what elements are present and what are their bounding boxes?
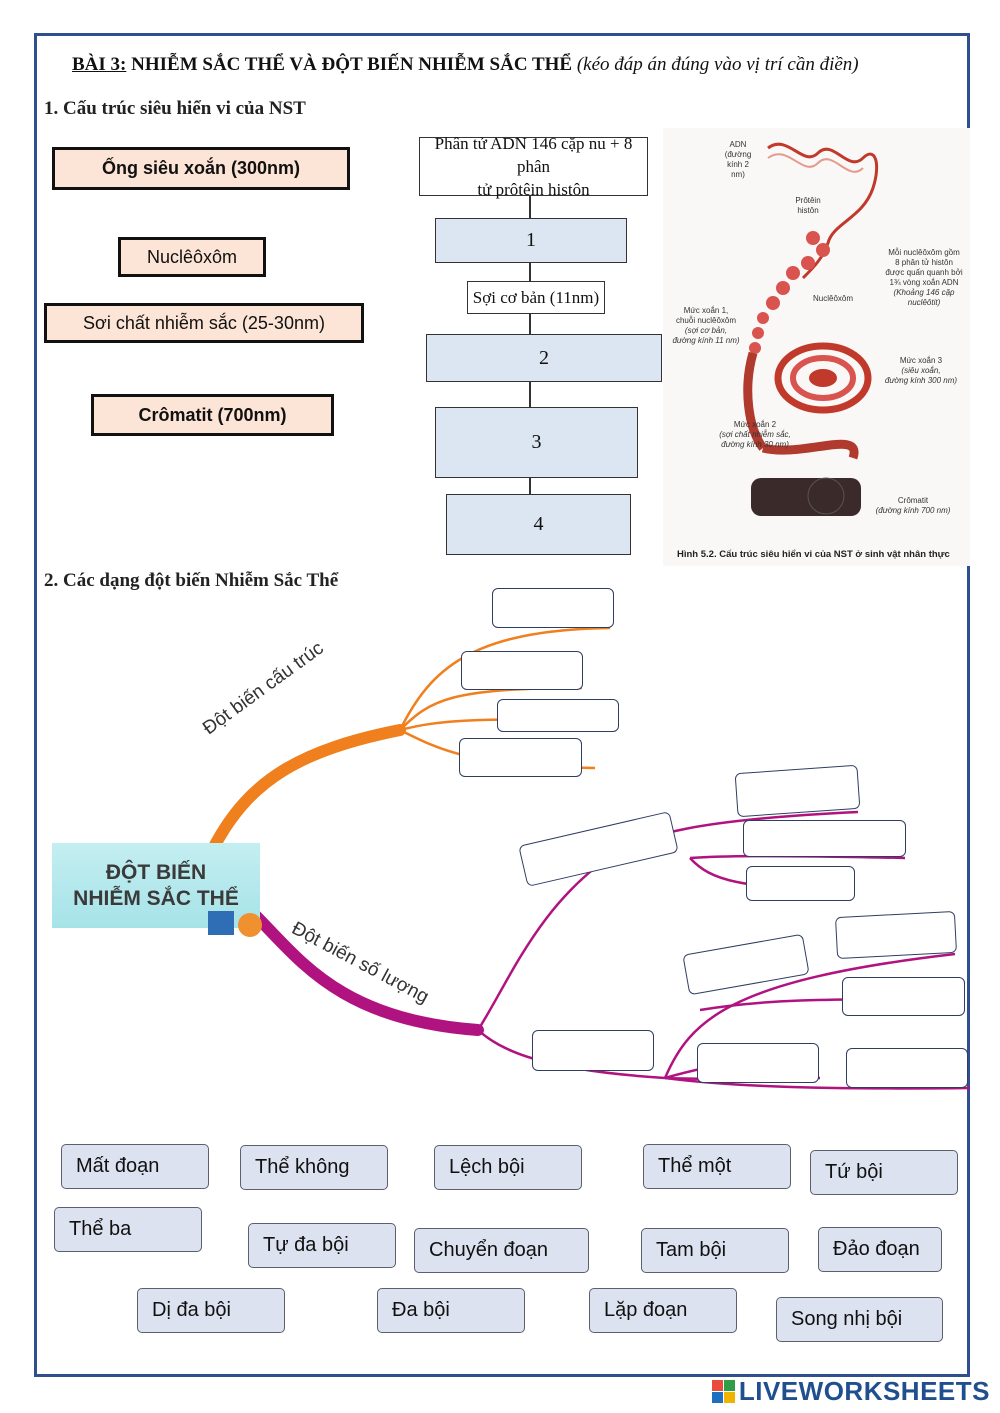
word-lap-doan[interactable]: Lặp đoạn: [589, 1288, 737, 1333]
drop-blank-number-8[interactable]: [532, 1030, 654, 1071]
section1-heading: 1. Cấu trúc siêu hiển vi của NST: [44, 98, 306, 119]
flow-connector: [529, 478, 531, 494]
title-instruction: (kéo đáp án đúng vào vị trí cần điền): [572, 54, 859, 75]
branch-structure-trunk: [209, 724, 406, 851]
fig-level3-3: đường kính 300 nm): [884, 376, 958, 385]
fig-note-2: 8 phân tử histôn: [895, 258, 953, 267]
drop-blank-structure-2[interactable]: [461, 651, 583, 690]
section2-heading: 2. Các dạng đột biến Nhiễm Sắc Thể: [44, 570, 339, 591]
title-label: BÀI 3:: [72, 54, 127, 75]
drop-blank-number-4[interactable]: [746, 866, 855, 901]
fig-note-5: (Khoảng 146 cặp: [893, 288, 955, 297]
answer-nucleoxom[interactable]: Nuclêôxôm: [118, 237, 266, 277]
fig-adn-sub: (đường kính 2 nm): [724, 150, 752, 179]
flow-connector: [529, 314, 531, 334]
flow-connector: [529, 263, 531, 281]
word-chuyen-doan[interactable]: Chuyển đoạn: [414, 1228, 589, 1273]
drop-blank-number-7[interactable]: [842, 977, 965, 1016]
branch-number-line: [664, 1076, 971, 1090]
logo-text: LIVEWORKSHEETS: [738, 1376, 990, 1406]
fig-level1-4: đường kính 11 nm): [672, 336, 740, 345]
word-mat-doan[interactable]: Mất đoạn: [61, 1144, 209, 1189]
word-lech-boi[interactable]: Lệch bội: [434, 1145, 582, 1190]
word-da-boi[interactable]: Đa bội: [377, 1288, 525, 1333]
drop-blank-structure-4[interactable]: [459, 738, 582, 777]
fig-level1-3: (sợi cơ bản,: [684, 326, 728, 335]
fig-level2-2: (sợi chất nhiễm sắc,: [719, 430, 791, 439]
word-tam-boi[interactable]: Tam bội: [641, 1228, 789, 1273]
fig-level3-1: Mức xoắn 3: [899, 356, 943, 365]
word-dao-doan[interactable]: Đảo đoạn: [818, 1227, 942, 1272]
fig-level2-3: đường kính 30 nm): [721, 440, 789, 449]
fig-caption: Hình 5.2. Cấu trúc siêu hiển vi của NST …: [677, 549, 950, 560]
drop-slot-4[interactable]: 4: [446, 494, 631, 555]
answer-cromatit[interactable]: Crômatit (700nm): [91, 394, 334, 436]
logo-tiles-icon: [711, 1380, 735, 1403]
fig-nucleosome: Nuclêôxôm: [812, 294, 853, 303]
liveworksheets-logo: LIVEWORKSHEETS: [711, 1376, 990, 1407]
word-tu-boi[interactable]: Tứ bội: [810, 1150, 958, 1195]
fig-protein-1: Prôtêin: [795, 196, 821, 205]
fig-protein-2: histôn: [797, 206, 819, 215]
drop-blank-number-2[interactable]: [734, 764, 861, 818]
fig-level2-1: Mức xoắn 2: [733, 420, 777, 429]
fig-chromatid-1: Crômatit: [897, 496, 929, 505]
word-the-mot[interactable]: Thể một: [643, 1144, 791, 1189]
fig-level1-2: chuỗi nuclêôxôm: [675, 316, 737, 325]
fig-note-6: nuclêôtit): [907, 298, 941, 307]
center-line2: NHIỄM SẮC THỂ: [73, 886, 239, 910]
fig-chromatid-2: (đường kính 700 nm): [875, 506, 951, 515]
word-di-da-boi[interactable]: Dị đa bội: [137, 1288, 285, 1333]
chromosome-illustration: [743, 142, 879, 516]
drop-slot-2[interactable]: 2: [426, 334, 662, 382]
worksheet-title: BÀI 3: NHIỄM SẮC THỂ VÀ ĐỘT BIẾN NHIỄM S…: [72, 54, 859, 76]
word-tu-da-boi[interactable]: Tự đa bội: [248, 1223, 396, 1268]
worksheet-frame: [34, 33, 970, 1377]
flow-dna-line2: tử prôtêin histôn: [477, 180, 590, 199]
sphere-icon: [238, 913, 262, 937]
title-main: NHIỄM SẮC THỂ VÀ ĐỘT BIẾN NHIỄM SẮC THỂ: [126, 54, 573, 75]
answer-soi-chat-nhiem-sac[interactable]: Sơi chất nhiễm sắc (25-30nm): [44, 303, 364, 343]
flow-dna-line1: Phân tử ADN 146 cặp nu + 8 phân: [434, 134, 633, 176]
drop-slot-1[interactable]: 1: [435, 218, 627, 263]
flow-dna-histone: Phân tử ADN 146 cặp nu + 8 phân tử prôtê…: [419, 134, 648, 199]
word-the-khong[interactable]: Thể không: [240, 1145, 388, 1190]
drop-blank-number-3[interactable]: [743, 820, 906, 857]
drop-slot-3[interactable]: 3: [435, 407, 638, 478]
flow-connector: [529, 196, 531, 218]
answer-sieu-xoan[interactable]: Ống siêu xoắn (300nm): [52, 147, 350, 190]
flow-soi-co-ban: Sợi cơ bản (11nm): [467, 281, 605, 314]
fig-note-4: 1¾ vòng xoắn ADN: [889, 278, 959, 287]
mindmap-center-node: ĐỘT BIẾN NHIỄM SẮC THỂ: [52, 843, 260, 928]
fig-adn: ADN: [729, 140, 747, 149]
word-the-ba[interactable]: Thể ba: [54, 1207, 202, 1252]
cube-icon: [208, 911, 234, 935]
drop-blank-number-10[interactable]: [846, 1048, 968, 1088]
branch-number-trunk: [249, 909, 484, 1036]
center-line1: ĐỘT BIẾN: [105, 860, 207, 884]
drop-blank-structure-3[interactable]: [497, 699, 619, 732]
flow-connector: [529, 382, 531, 407]
fig-level1-1: Mức xoắn 1,: [683, 306, 729, 315]
drop-blank-number-9[interactable]: [697, 1043, 819, 1083]
fig-note-3: được quấn quanh bởi: [885, 268, 963, 277]
fig-level3-2: (siêu xoắn,: [901, 366, 941, 375]
drop-blank-structure-1[interactable]: [492, 588, 614, 628]
word-song-nhi-boi[interactable]: Song nhị bội: [776, 1297, 943, 1342]
drop-blank-number-6[interactable]: [834, 910, 958, 960]
fig-note-1: Mỗi nuclêôxôm gồm: [888, 248, 960, 257]
